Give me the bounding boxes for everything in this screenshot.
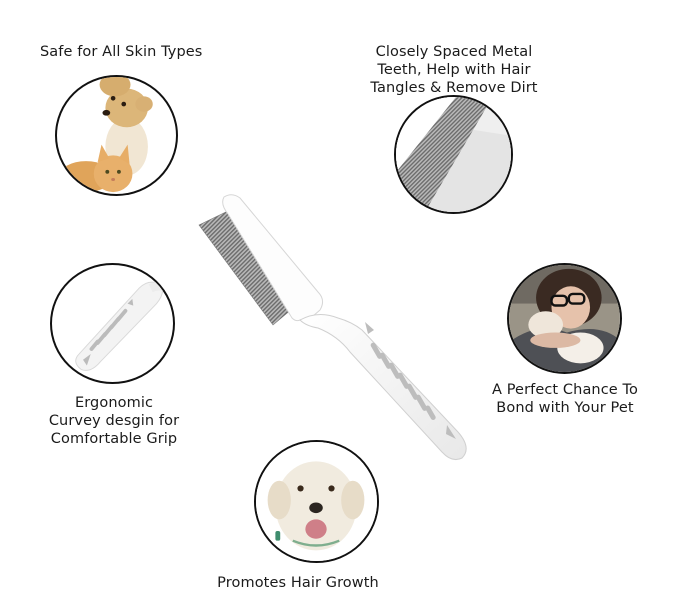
- caption-hair-growth: Promotes Hair Growth: [200, 574, 396, 592]
- dog-and-cat-photo: [55, 75, 178, 196]
- handle-closeup-illustration: [75, 281, 172, 371]
- comb-handle-closeup: [50, 263, 175, 384]
- caption-line: Tangles & Remove Dirt: [370, 80, 538, 96]
- caption-line: Closely Spaced Metal: [375, 44, 533, 60]
- metal-teeth-closeup: [394, 95, 513, 214]
- woman-dog-illustration: [509, 265, 620, 372]
- dog-and-cat-illustration: [58, 77, 153, 193]
- puppy-illustration: [256, 442, 377, 561]
- caption-metal-teeth: Closely Spaced Metal Teeth, Help with Ha…: [366, 43, 542, 97]
- caption-line: Ergonomic: [74, 395, 154, 411]
- woman-hugging-dog-photo: [507, 263, 622, 374]
- caption-ergonomic-grip: Ergonomic Curvey desgin for Comfortable …: [30, 394, 198, 448]
- teeth-closeup-illustration: [396, 97, 511, 212]
- caption-line: Comfortable Grip: [50, 431, 178, 447]
- caption-line: A Perfect Chance To: [492, 382, 638, 398]
- caption-line: Promotes Hair Growth: [217, 575, 379, 591]
- caption-line: Curvey desgin for: [48, 413, 180, 429]
- caption-line: Bond with Your Pet: [496, 400, 634, 416]
- white-puppy-photo: [254, 440, 379, 563]
- caption-bond-with-pet: A Perfect Chance To Bond with Your Pet: [482, 381, 648, 417]
- caption-safe-for-skin: Safe for All Skin Types: [40, 43, 202, 61]
- caption-line: Teeth, Help with Hair: [377, 62, 531, 78]
- caption-line: Safe for All Skin Types: [40, 44, 203, 60]
